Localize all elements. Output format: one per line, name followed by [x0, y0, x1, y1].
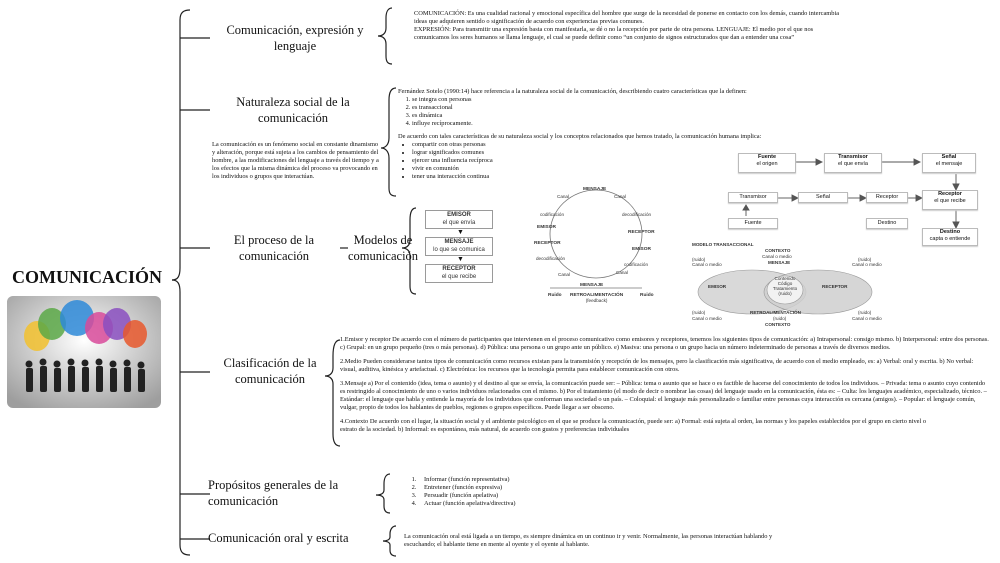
trans-canal-br: Canal o medio [852, 316, 882, 321]
trans-canal-bl: Canal o medio [692, 316, 722, 321]
branch-oral-escrita: Comunicación oral y escrita [208, 531, 349, 545]
cycle-mensaje-bottom: MENSAJE [580, 283, 604, 288]
trans-emisor: EMISOR [708, 284, 727, 289]
trans-ruido-tl: (ruido) [692, 257, 706, 262]
cycle-codificacion-left: codificación [540, 212, 565, 217]
cycle-decodificacion-right: decodificación [622, 212, 652, 217]
trans-retro: RETROALIMENTACIÓN [750, 310, 801, 315]
flow-row-receptor: Receptor [866, 192, 908, 203]
branch-clasificacion: Clasificación de la comunicación [223, 356, 317, 386]
cycle-canal-left: Canal [557, 194, 570, 199]
trans-canal-tr: Canal o medio [852, 262, 882, 267]
trans-center: Contenido Código Tratamiento (ruido) [772, 276, 798, 296]
linear-mensaje-box: MENSAJE lo que se comunica [425, 237, 493, 256]
list-item: influye recíprocamente. [412, 120, 803, 128]
linear-receptor-box: RECEPTOR el que recibe [425, 264, 493, 283]
speech-balloon-icon [123, 320, 147, 348]
class-medio: 2.Medio Pueden considerarse tantos tipos… [340, 358, 974, 373]
cycle-receptor-left: RECEPTOR [534, 241, 561, 246]
branch-proceso-comunicacion: El proceso de la comunicación [233, 233, 315, 263]
list-item: ejercer una influencia recíproca [412, 157, 803, 165]
flow-row-transmisor: Transmisor [728, 192, 778, 203]
list-item: Informar (función representativa) [418, 476, 718, 484]
cycle-mensaje-top: MENSAJE [583, 187, 607, 192]
b2-characteristics: Fernández Sotelo (1990:14) hace referenc… [398, 88, 803, 181]
cycle-retroalimentacion: RETROALIMENTACIÓN(feedback) [570, 293, 624, 303]
speech-balloon-icon [38, 308, 66, 340]
flow-row-destino: Destino [866, 218, 908, 229]
arrow-down-icon: ▼ [457, 255, 464, 263]
trans-ruido-tr: (ruido) [858, 257, 872, 262]
communication-illustration [7, 296, 161, 408]
flow-row-fuente: Fuente [728, 218, 778, 229]
list-item: Entretener (función expresiva) [418, 484, 718, 492]
class-mensaje: 3.Mensaje a) Por el contenido (idea, tem… [340, 380, 987, 411]
b6-oral-escrita-text: La comunicación oral está ligada a un ti… [404, 533, 773, 548]
b2-implications-list: compartir con otras personas lograr sign… [398, 141, 803, 181]
cycle-canal-bottom-left: Canal [558, 272, 571, 277]
list-item: Actuar (función apelativa/directiva) [418, 500, 718, 508]
trans-canal-top: Canal o medio [762, 254, 792, 259]
trans-mensaje: MENSAJE [768, 260, 791, 265]
arrow-down-icon: ▼ [457, 228, 464, 236]
list-item: es transaccional [412, 104, 803, 112]
b1-definitions: COMUNICACIÓN: Es una cualidad racional y… [414, 10, 842, 42]
trans-contexto-bottom: CONTEXTO [765, 322, 791, 327]
b4-classification: 1.Emisor y receptor De acuerdo con el nú… [340, 336, 990, 434]
branch-propositos-generales: Propósitos generales de la comunicación [208, 478, 339, 508]
list-item: tener una interacción continua [412, 173, 803, 181]
cycle-ruido-left: Ruido [548, 293, 562, 298]
cycle-model-arrows [549, 189, 643, 289]
b2-left-note: La comunicación es un fenómeno social en… [212, 141, 379, 180]
cycle-ruido-right: Ruido [640, 293, 654, 298]
trans-ruido-br: (ruido) [858, 310, 872, 315]
list-item: lograr significados comunes [412, 149, 803, 157]
flow-row-senal: Señal [798, 192, 848, 203]
cycle-codificacion-right: codificación [624, 262, 649, 267]
trans-title: MODELO TRANSACCIONAL [692, 242, 754, 247]
cycle-emisor-right: EMISOR [632, 247, 651, 252]
b2-intro: Fernández Sotelo (1990:14) hace referenc… [398, 88, 747, 95]
linear-emisor-box: EMISOR el que envía [425, 210, 493, 229]
branch-comunicacion-expresion-lenguaje: Comunicación, expresión y lenguaje [226, 23, 364, 53]
list-item: compartir con otras personas [412, 141, 803, 149]
branch-modelos-comunicacion: Modelos de comunicación [347, 233, 419, 263]
transactional-model-shapes [697, 269, 873, 315]
trans-ruido-bc: (ruido) [773, 316, 787, 321]
flow-model-arrows [742, 158, 960, 230]
trans-ruido-bl: (ruido) [692, 310, 706, 315]
list-item: Persuadir (función apelativa) [418, 492, 718, 500]
b5-purposes-list: Informar (función representativa) Entret… [394, 476, 718, 508]
trans-canal-tl: Canal o medio [692, 262, 722, 267]
cycle-canal-bottom-right: Canal [616, 270, 629, 275]
b2-intro-2: De acuerdo con tales características de … [398, 133, 762, 140]
list-item: se integra con personas [412, 96, 803, 104]
trans-receptor: RECEPTOR [822, 284, 848, 289]
b2-characteristics-list: se integra con personas es transaccional… [398, 96, 803, 128]
cycle-decodificacion-left: decodificación [536, 256, 566, 261]
definition-expresion-lenguaje: EXPRESIÓN: Para transmitir una expresión… [414, 26, 814, 41]
cycle-emisor-left: EMISOR [537, 225, 556, 230]
class-emisor-receptor: 1.Emisor y receptor De acuerdo con el nú… [340, 336, 989, 351]
class-contexto: 4.Contexto De acuerdo con el lugar, la s… [340, 418, 927, 433]
branch-naturaleza-social: Naturaleza social de la comunicación [236, 95, 350, 125]
list-item: vivir en comunión [412, 165, 803, 173]
cycle-canal-right: Canal [614, 194, 627, 199]
root-title: COMUNICACIÓN [12, 267, 162, 287]
trans-contexto-top: CONTEXTO [765, 248, 791, 253]
cycle-receptor-right: RECEPTOR [628, 230, 655, 235]
definition-comunicacion: COMUNICACIÓN: Es una cualidad racional y… [414, 10, 840, 25]
list-item: es dinámica [412, 112, 803, 120]
